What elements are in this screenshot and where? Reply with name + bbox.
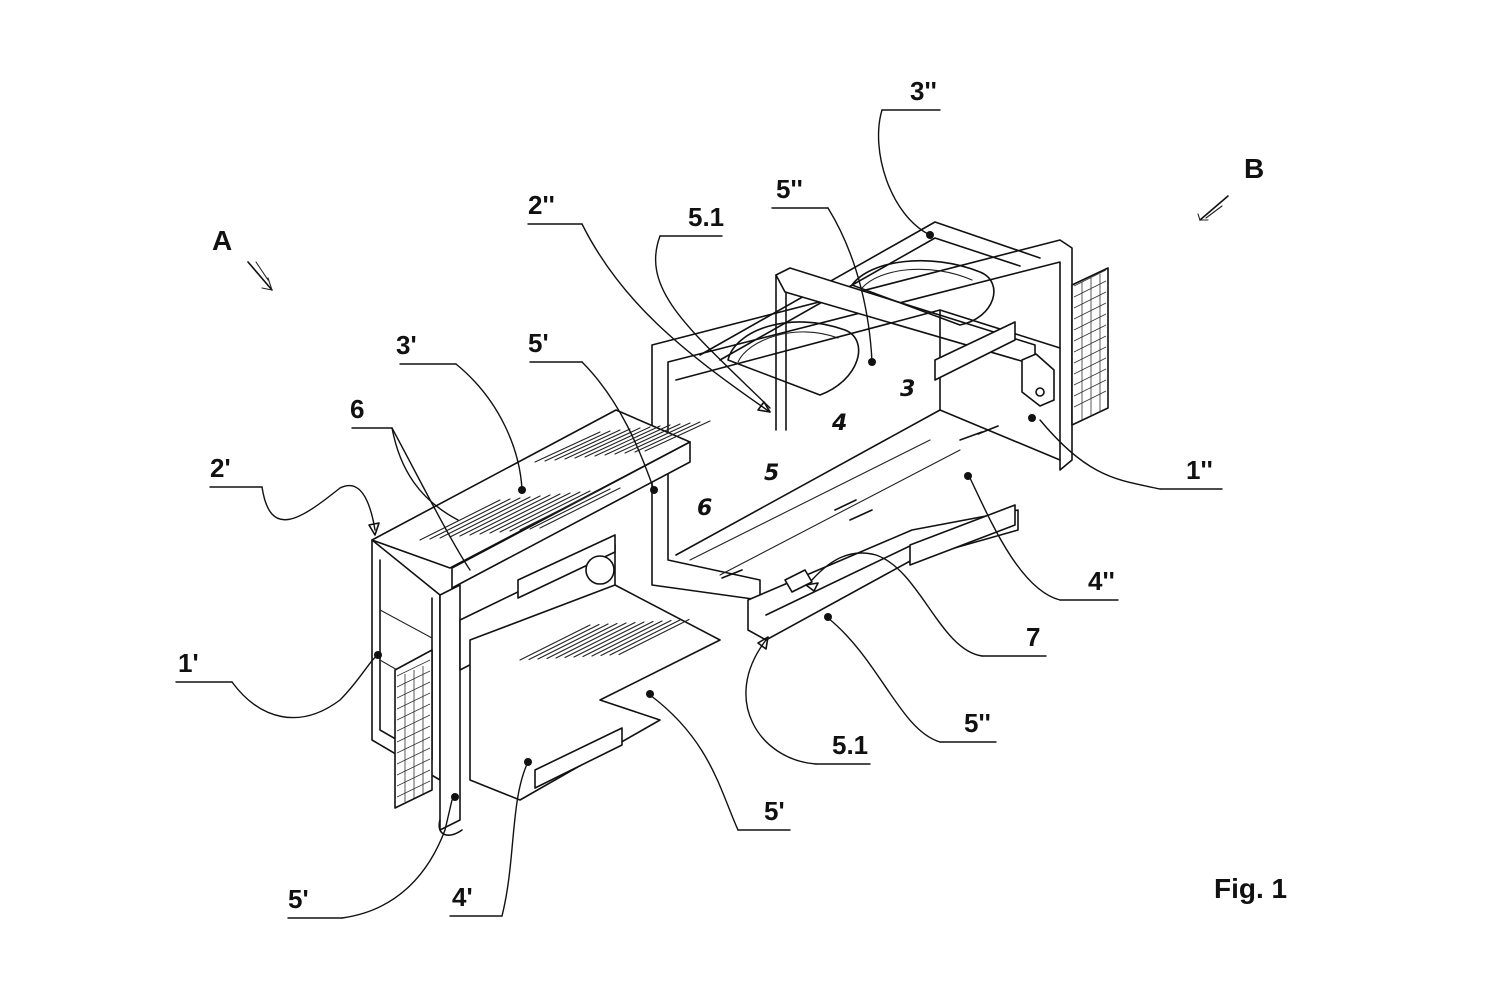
label-3-double-prime: 3'': [910, 76, 937, 106]
box-number-marks: 6 5 4 3: [697, 377, 915, 521]
view-label-b: B: [1244, 153, 1264, 184]
label-2-prime: 2': [210, 453, 231, 483]
number-mark-5: 5: [764, 461, 779, 486]
label-5-prime-bottom: 5': [288, 884, 309, 914]
label-5-double-prime-top: 5'': [776, 174, 803, 204]
label-5-prime-top: 5': [528, 328, 549, 358]
number-mark-6: 6: [697, 496, 712, 521]
label-4-prime: 4': [452, 882, 473, 912]
view-label-a: A: [212, 225, 232, 256]
label-7: 7: [1026, 622, 1040, 652]
label-2-double-prime: 2'': [528, 190, 555, 220]
label-5-double-prime-bottom: 5'': [964, 708, 991, 738]
figure-caption: Fig. 1: [1214, 873, 1287, 904]
box-a: [371, 409, 721, 836]
label-1-prime: 1': [178, 648, 199, 678]
box-b: 6 5 4 3: [651, 221, 1109, 641]
label-1-double-prime: 1'': [1186, 455, 1213, 485]
number-mark-3: 3: [900, 377, 915, 402]
label-5-1-bottom: 5.1: [832, 730, 868, 760]
reference-labels: 3'' 2'' 5.1 5'' 3' 5' 6 2' 1'' 4'' 1' 7 …: [178, 76, 1287, 914]
label-3-prime: 3': [396, 330, 417, 360]
label-6: 6: [350, 394, 364, 424]
number-mark-4: 4: [831, 411, 847, 436]
label-5-1-top: 5.1: [688, 202, 724, 232]
label-5-prime-mid: 5': [764, 796, 785, 826]
label-4-double-prime: 4'': [1088, 566, 1115, 596]
leaders: [175, 109, 1229, 919]
